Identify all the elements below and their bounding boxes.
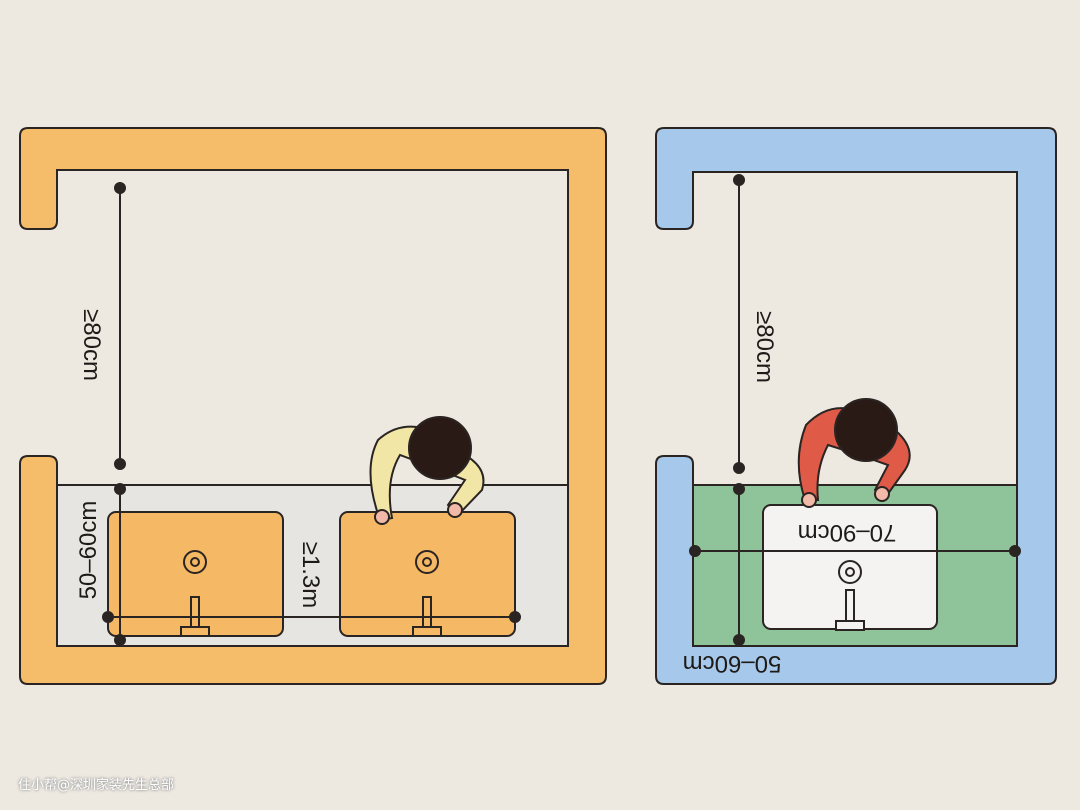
left-double-sink-label: ≥1.3m: [297, 542, 324, 609]
faucet-icon: [412, 596, 442, 637]
drain-icon: [415, 550, 439, 574]
faucet-icon: [180, 596, 210, 637]
right-counter-depth-label: 50–60cm: [683, 650, 782, 677]
left-room-wall: [19, 127, 607, 685]
person-icon: [369, 416, 485, 525]
drain-icon: [838, 560, 862, 584]
left-clearance-label: ≥80cm: [78, 309, 105, 381]
right-dimension-lines: [689, 174, 1021, 646]
faucet-icon: [835, 589, 865, 631]
watermark: 住小帮@深圳家装先生总部: [18, 778, 175, 793]
right-room-wall: [655, 127, 1057, 685]
drain-icon: [183, 550, 207, 574]
person-icon: [797, 398, 911, 508]
right-room: ≥80cm 70–90cm 50–60cm: [655, 127, 1057, 685]
left-counter-depth-label: 50–60cm: [75, 501, 102, 600]
left-dimension-lines: [102, 182, 521, 646]
left-room: ≥80cm 50–60cm ≥1.3m: [19, 127, 607, 685]
right-sink-width-label: 70–90cm: [798, 519, 897, 546]
right-clearance-label: ≥80cm: [751, 311, 778, 383]
